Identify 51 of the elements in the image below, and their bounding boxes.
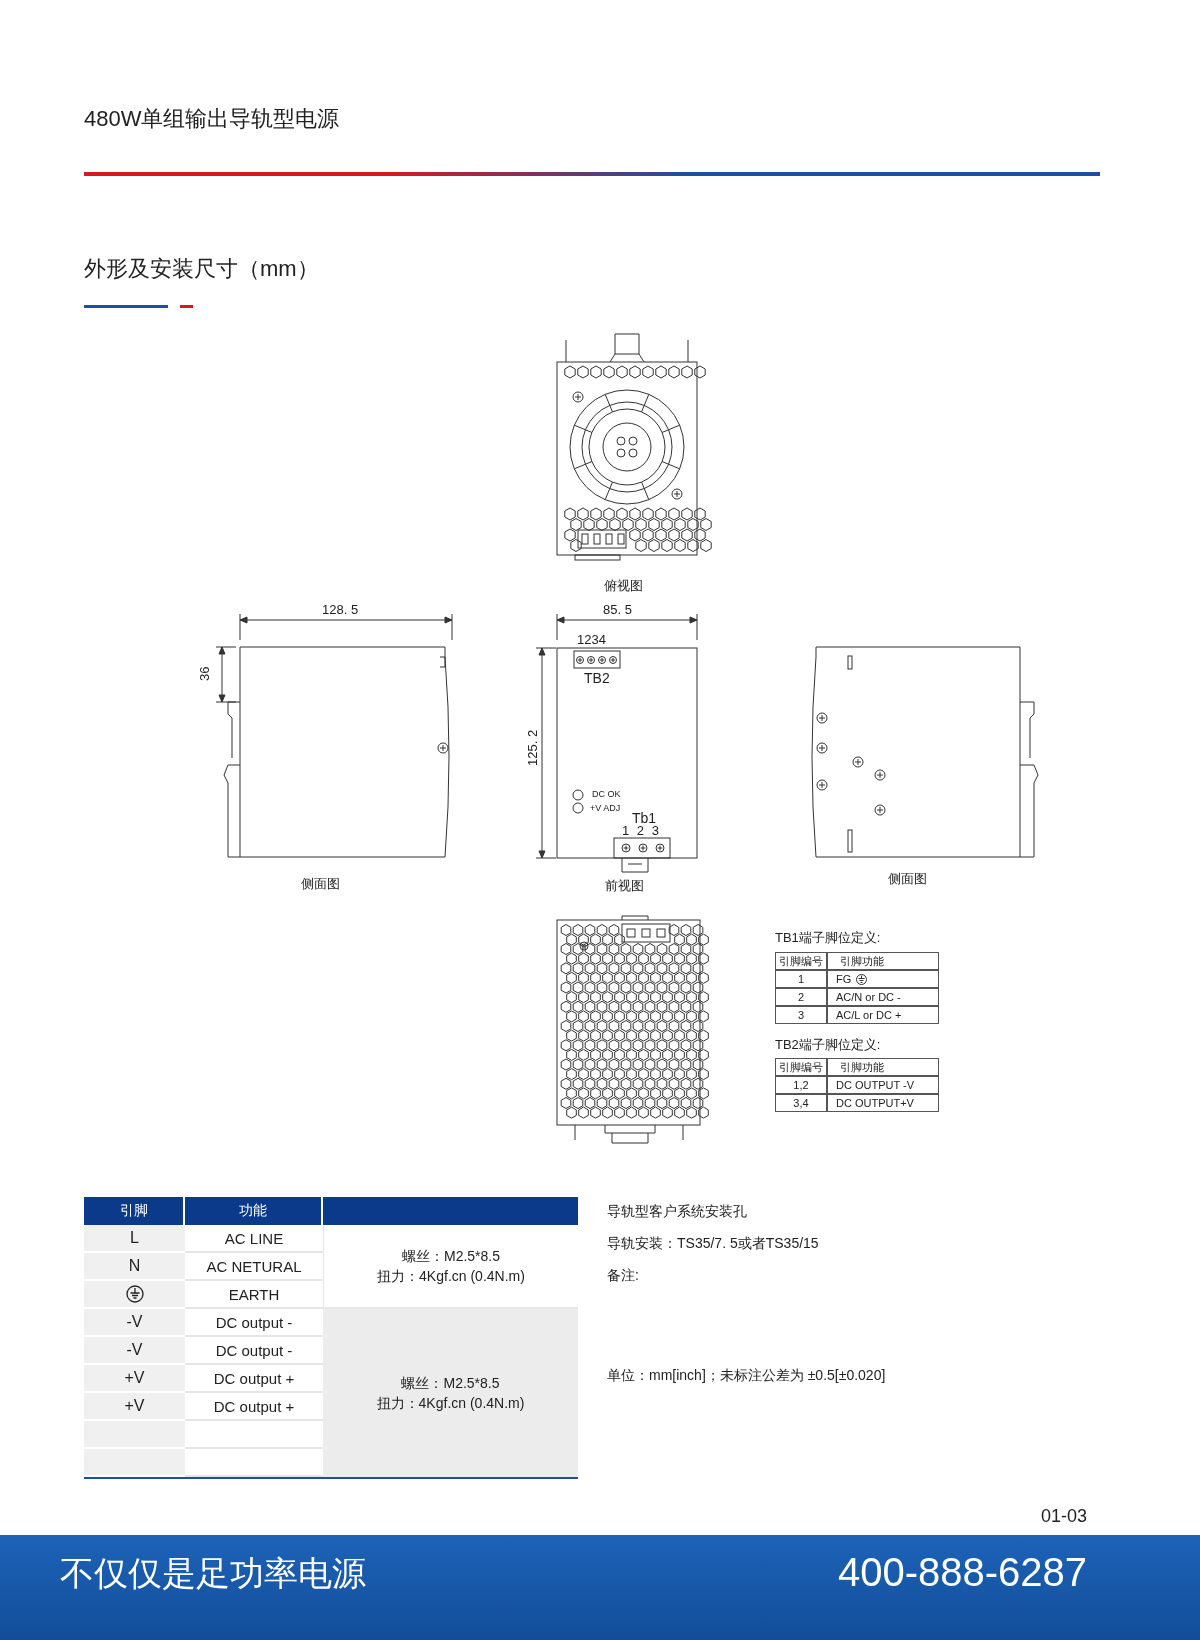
table-cell: AC/L or DC + [827,1006,939,1024]
table-cell: 3,4 [775,1094,827,1112]
view-caption: 侧面图 [301,876,340,892]
table-cell: DC OUTPUT+V [827,1094,939,1112]
dimension-label: 128. 5 [322,602,359,618]
terminal-pin-numbers: 1 2 3 [622,823,661,839]
table-cell: DC OUTPUT -V [827,1076,939,1094]
table-header: 引脚编号 [775,1058,827,1076]
table-header: 引脚编号 [775,952,827,970]
table-cell: -V [84,1337,185,1365]
table-cell: +V [84,1365,185,1393]
table-header: 引脚功能 [827,1058,939,1076]
note-text: 导轨安装：TS35/7. 5或者TS35/15 [607,1235,819,1252]
table-title: TB1端子脚位定义: [775,930,881,946]
table-cell: AC/N or DC - [827,988,939,1006]
terminal-label: Tb1 [632,810,657,826]
table-cell: -V [84,1309,185,1337]
table-cell: FG [827,970,939,988]
table-text: 扭力：4Kgf.cn (0.4N.m) [377,1267,525,1286]
terminal-pin-numbers: 1234 [577,632,606,648]
view-caption: 前视图 [605,878,644,894]
view-caption: 俯视图 [604,578,643,594]
phone-number: 400-888-6287 [838,1549,1088,1596]
table-header: 引脚功能 [827,952,939,970]
table-cell: 1,2 [775,1076,827,1094]
table-title: TB2端子脚位定义: [775,1037,881,1053]
note-text: 备注: [607,1267,639,1284]
dimension-label: 125. 2 [525,729,541,766]
footer-slogan: 不仅仅是足功率电源 [60,1553,366,1594]
table-text: 螺丝：M2.5*8.5 [401,1247,500,1266]
view-caption: 侧面图 [888,871,927,887]
section-heading: 外形及安装尺寸（mm） [84,256,319,283]
table-text: 螺丝：M2.5*8.5 [401,1374,500,1393]
table-cell: 1 [775,970,827,988]
table-cell: L [84,1225,185,1253]
table-header: 功能 [185,1197,323,1225]
table-cell: 3 [775,1006,827,1024]
dimension-label: 36 [197,666,214,682]
table-cell: +V [84,1393,185,1421]
led-label: DC OK [592,789,621,800]
table-cell: N [84,1253,185,1281]
dimension-label: 85. 5 [603,602,632,618]
note-text: 单位：mm[inch]；未标注公差为 ±0.5[±0.020] [607,1367,886,1384]
trimmer-label: +V ADJ [590,803,621,814]
page-number: 01-03 [1041,1506,1088,1528]
table-cell: 2 [775,988,827,1006]
table-header: 引脚 [84,1197,185,1225]
table-text: 扭力：4Kgf.cn (0.4N.m) [376,1394,525,1413]
note-text: 导轨型客户系统安装孔 [607,1203,747,1220]
page-title: 480W单组输出导轨型电源 [84,106,340,133]
terminal-label: TB2 [584,670,610,687]
